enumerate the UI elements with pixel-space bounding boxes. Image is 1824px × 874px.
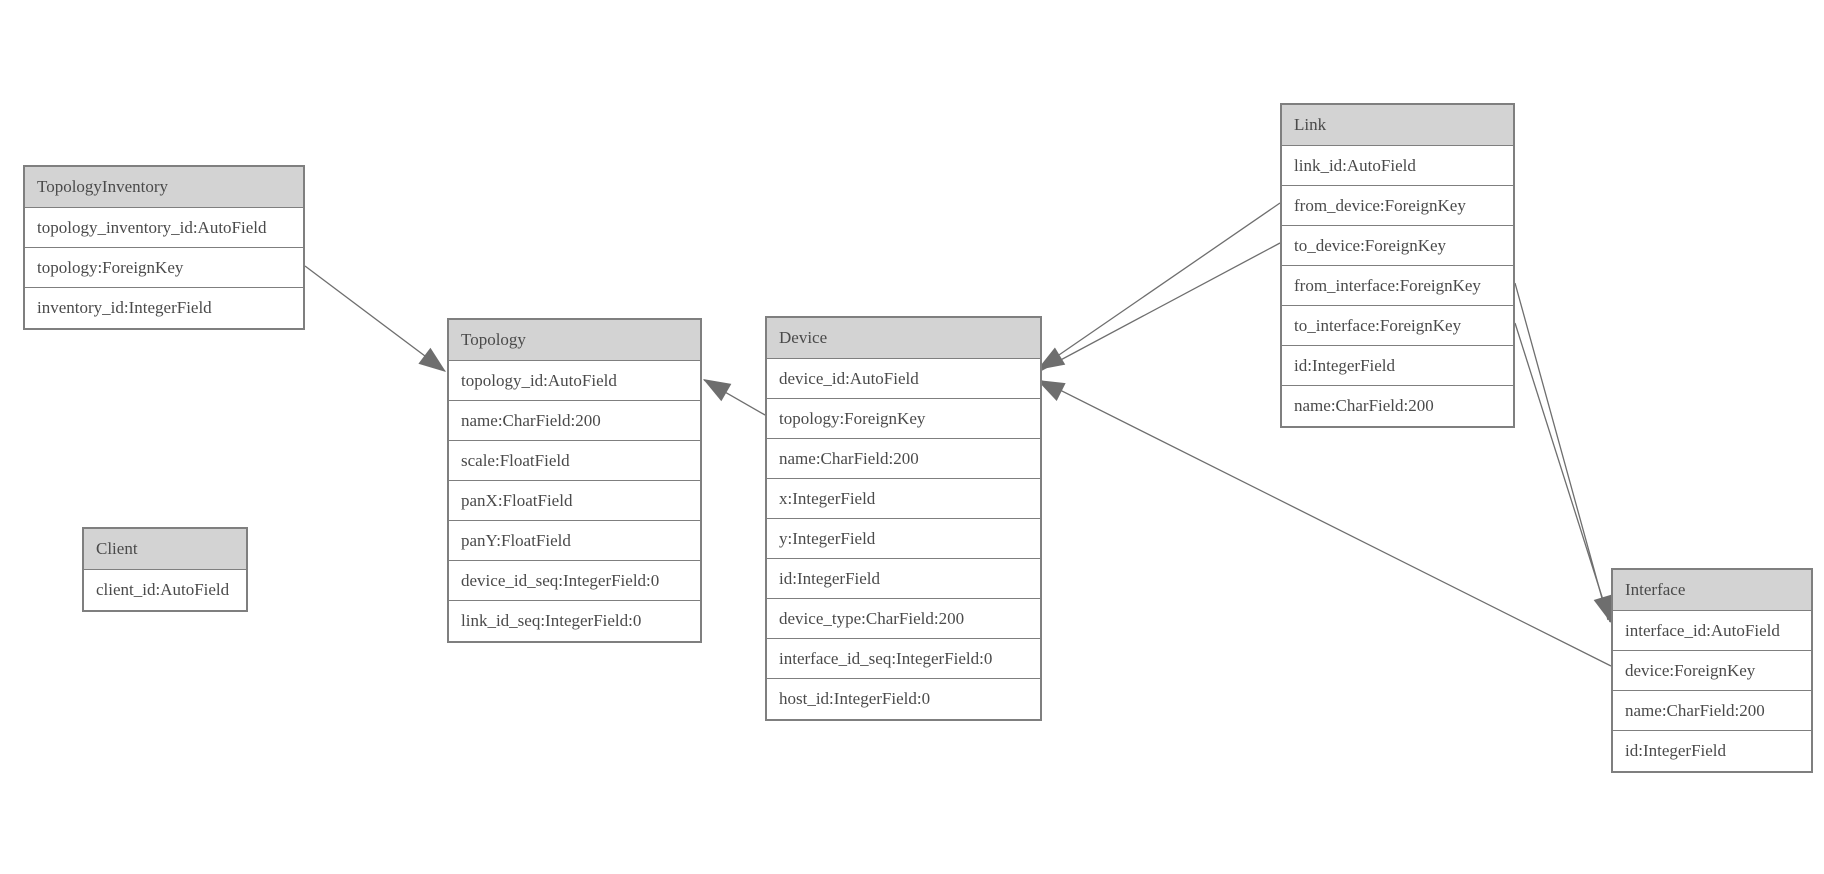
field-device-interface_id_seq: interface_id_seq:IntegerField:0 [767,639,1040,679]
entity-link-header: Link [1282,105,1513,146]
arrowhead-icon [1037,347,1066,370]
field-device-host_id: host_id:IntegerField:0 [767,679,1040,719]
arrowhead-icon [418,347,446,372]
field-client-client_id: client_id:AutoField [84,570,246,610]
field-topology-inventory-inventory_id: inventory_id:IntegerField [25,288,303,328]
field-interface-interface_id: interface_id:AutoField [1613,611,1811,651]
field-link-to_interface: to_interface:ForeignKey [1282,306,1513,346]
field-topology-panY: panY:FloatField [449,521,700,561]
field-topology-inventory-topology: topology:ForeignKey [25,248,303,288]
field-device-y: y:IntegerField [767,519,1040,559]
relation-line-interface-device [1039,379,1612,667]
field-link-from_device: from_device:ForeignKey [1282,186,1513,226]
relation-line-link-from-device [1039,202,1281,369]
relation-line-link-to-device [1039,242,1281,372]
arrowhead-icon [1037,380,1066,401]
arrowhead-icon [703,379,732,402]
field-link-to_device: to_device:ForeignKey [1282,226,1513,266]
field-topology-device_id_seq: device_id_seq:IntegerField:0 [449,561,700,601]
field-device-device_type: device_type:CharField:200 [767,599,1040,639]
field-device-x: x:IntegerField [767,479,1040,519]
field-interface-id: id:IntegerField [1613,731,1811,771]
relation-line-topologyinventory-topology [304,265,446,372]
field-interface-device: device:ForeignKey [1613,651,1811,691]
entity-client[interactable]: Client client_id:AutoField [82,527,248,612]
field-topology-inventory-topology_inventory_id: topology_inventory_id:AutoField [25,208,303,248]
field-topology-scale: scale:FloatField [449,441,700,481]
arrowhead-icon [1593,594,1613,623]
field-topology-panX: panX:FloatField [449,481,700,521]
entity-client-header: Client [84,529,246,570]
field-link-id: id:IntegerField [1282,346,1513,386]
field-device-topology: topology:ForeignKey [767,399,1040,439]
field-interface-name: name:CharField:200 [1613,691,1811,731]
relation-line-link-from-interface [1514,282,1609,621]
field-topology-topology_id: topology_id:AutoField [449,361,700,401]
field-link-from_interface: from_interface:ForeignKey [1282,266,1513,306]
field-topology-link_id_seq: link_id_seq:IntegerField:0 [449,601,700,641]
relation-line-link-to-interface [1514,322,1611,623]
entity-device-header: Device [767,318,1040,359]
field-device-name: name:CharField:200 [767,439,1040,479]
entity-topology-inventory-header: TopologyInventory [25,167,303,208]
field-device-id: id:IntegerField [767,559,1040,599]
field-topology-name: name:CharField:200 [449,401,700,441]
entity-interface-header: Interface [1613,570,1811,611]
field-device-device_id: device_id:AutoField [767,359,1040,399]
field-link-link_id: link_id:AutoField [1282,146,1513,186]
field-link-name: name:CharField:200 [1282,386,1513,426]
entity-topology-inventory[interactable]: TopologyInventory topology_inventory_id:… [23,165,305,330]
entity-topology-header: Topology [449,320,700,361]
